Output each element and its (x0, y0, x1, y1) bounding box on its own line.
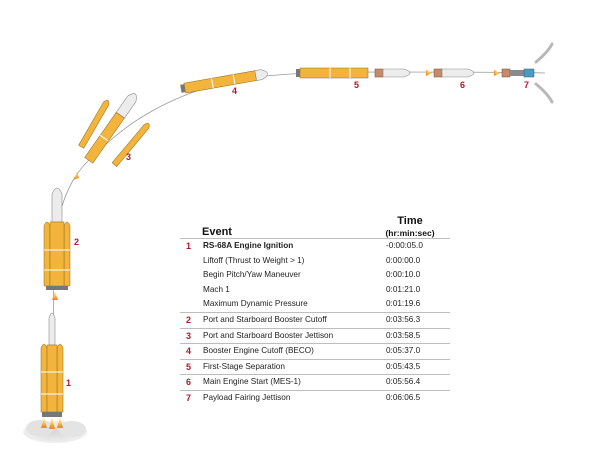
row-event: Booster Engine Cutoff (BECO) (203, 346, 314, 356)
table-row: Maximum Dynamic Pressure 0:01:19.6 (180, 297, 450, 312)
row-event: First-Stage Separation (203, 361, 285, 371)
stage-5-rocket (296, 67, 411, 79)
table-row: 4 Booster Engine Cutoff (BECO) 0:05:37.0 (180, 343, 450, 359)
table-header: Event Time (hr:min:sec) (180, 212, 450, 238)
stage-label-4: 4 (232, 86, 237, 96)
stage-3-rocket (73, 93, 150, 180)
stage-label-2: 2 (74, 237, 79, 247)
row-number: 3 (186, 330, 192, 341)
row-time: 0:05:56.4 (386, 377, 421, 387)
row-time: 0:05:43.5 (386, 361, 421, 371)
table-row: 3 Port and Starboard Booster Jettison 0:… (180, 327, 450, 344)
row-time: 0:00:00.0 (386, 255, 421, 265)
row-event: Main Engine Start (MES-1) (203, 377, 301, 387)
table-row: 1 RS-68A Engine Ignition -0:00:05.0 (180, 238, 450, 254)
table-row: 5 First-Stage Separation 0:05:43.5 (180, 358, 450, 375)
row-event: Liftoff (Thrust to Weight > 1) (203, 255, 305, 265)
time-header-units: (hr:min:sec) (385, 228, 435, 238)
row-event: Begin Pitch/Yaw Maneuver (203, 270, 301, 280)
row-event: RS-68A Engine Ignition (203, 241, 294, 250)
stage-label-6: 6 (460, 80, 465, 90)
row-number: 2 (186, 314, 192, 325)
stage-label-5: 5 (354, 80, 359, 90)
stage-7-rocket (494, 42, 554, 104)
table-row: 7 Payload Fairing Jettison 0:06:06.5 (180, 389, 450, 406)
table-row: 6 Main Engine Start (MES-1) 0:05:56.4 (180, 374, 450, 390)
row-time: 0:01:21.0 (386, 284, 421, 294)
time-column-header: Time (hr:min:sec) (375, 215, 445, 239)
row-event: Payload Fairing Jettison (203, 392, 291, 402)
row-time: 0:01:19.6 (386, 299, 421, 309)
row-number: 7 (186, 392, 192, 403)
row-event: Maximum Dynamic Pressure (203, 299, 308, 309)
row-time: 0:00:10.0 (386, 270, 421, 280)
time-header-label: Time (397, 215, 423, 227)
row-time: 0:06:06.5 (386, 392, 421, 402)
event-timeline-table: Event Time (hr:min:sec) 1 RS-68A Engine … (180, 212, 450, 406)
stage-label-1: 1 (66, 378, 71, 388)
row-number: 5 (186, 361, 192, 372)
row-time: -0:00:05.0 (386, 241, 423, 250)
stage-1-rocket (23, 312, 87, 443)
row-event: Port and Starboard Booster Jettison (203, 330, 334, 340)
table-row: 2 Port and Starboard Booster Cutoff 0:03… (180, 311, 450, 328)
row-time: 0:03:58.5 (386, 330, 421, 340)
row-number: 1 (186, 241, 192, 251)
row-number: 4 (186, 346, 192, 357)
row-event: Port and Starboard Booster Cutoff (203, 314, 327, 324)
stage-label-3: 3 (126, 152, 131, 162)
stage-4-rocket (180, 69, 268, 94)
event-column-header: Event (202, 226, 232, 238)
row-number: 6 (186, 377, 192, 388)
table-row: Liftoff (Thrust to Weight > 1) 0:00:00.0 (180, 254, 450, 269)
stage-2-rocket (43, 187, 71, 300)
stage-6-rocket (426, 68, 475, 78)
row-time: 0:03:56.3 (386, 314, 421, 324)
row-time: 0:05:37.0 (386, 346, 421, 356)
table-row: Mach 1 0:01:21.0 (180, 283, 450, 298)
table-row: Begin Pitch/Yaw Maneuver 0:00:10.0 (180, 268, 450, 283)
stage-label-7: 7 (524, 80, 529, 90)
row-event: Mach 1 (203, 284, 230, 294)
